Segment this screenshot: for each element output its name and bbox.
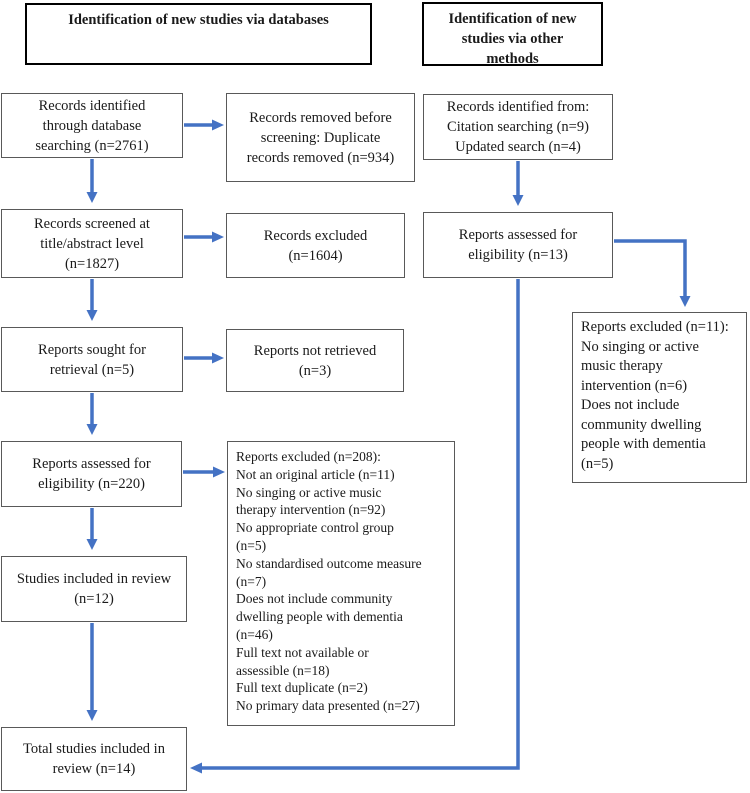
arrow-identified-to-removed [184, 119, 224, 131]
box-total-studies: Total studies included in review (n=14) [1, 727, 187, 791]
arrow-head-icon [190, 762, 202, 774]
arrow-head-icon [86, 310, 98, 321]
arrow-shaft [614, 239, 687, 297]
arrow-head-icon [212, 231, 224, 243]
arrow-head-icon [212, 352, 224, 364]
box-records-identified-other: Records identified from: Citation search… [423, 94, 613, 160]
box-reports-excluded-main: Reports excluded (n=208): Not an origina… [227, 441, 455, 726]
arrow-head-icon [86, 539, 98, 550]
box-reports-excluded-other: Reports excluded (n=11): No singing or a… [572, 312, 747, 483]
arrow-head-icon [86, 424, 98, 435]
arrow-head-icon [213, 466, 225, 478]
arrow-assessed-to-included [86, 508, 98, 550]
arrow-sought-to-not-retrieved [184, 352, 224, 364]
arrow-included-to-total [86, 623, 98, 721]
box-studies-included: Studies included in review (n=12) [1, 556, 187, 622]
box-records-screened: Records screened at title/abstract level… [1, 209, 183, 278]
arrow-screened-to-excluded [184, 231, 224, 243]
box-reports-sought: Reports sought for retrieval (n=5) [1, 327, 183, 392]
header-identification-databases: Identification of new studies via databa… [25, 3, 372, 65]
arrow-assessed-other-to-excluded-other [614, 239, 691, 307]
arrow-head-icon [679, 296, 691, 307]
box-records-excluded: Records excluded (n=1604) [226, 213, 405, 278]
box-records-removed: Records removed before screening: Duplic… [226, 93, 415, 182]
arrow-identified-to-screened [86, 159, 98, 203]
arrow-head-icon [86, 710, 98, 721]
box-records-identified: Records identified through database sear… [1, 93, 183, 158]
arrow-head-icon [86, 192, 98, 203]
arrow-assessed-to-excluded-main [183, 466, 225, 478]
arrow-sought-to-assessed [86, 393, 98, 435]
box-reports-assessed: Reports assessed for eligibility (n=220) [1, 441, 182, 507]
box-reports-assessed-other: Reports assessed for eligibility (n=13) [423, 212, 613, 278]
arrow-identified-other-to-assessed-other [512, 161, 524, 206]
arrow-screened-to-sought [86, 279, 98, 321]
box-reports-not-retrieved: Reports not retrieved (n=3) [226, 329, 404, 392]
arrow-head-icon [512, 195, 524, 206]
arrow-head-icon [212, 119, 224, 131]
header-identification-other-methods: Identification of new studies via other … [422, 2, 603, 67]
